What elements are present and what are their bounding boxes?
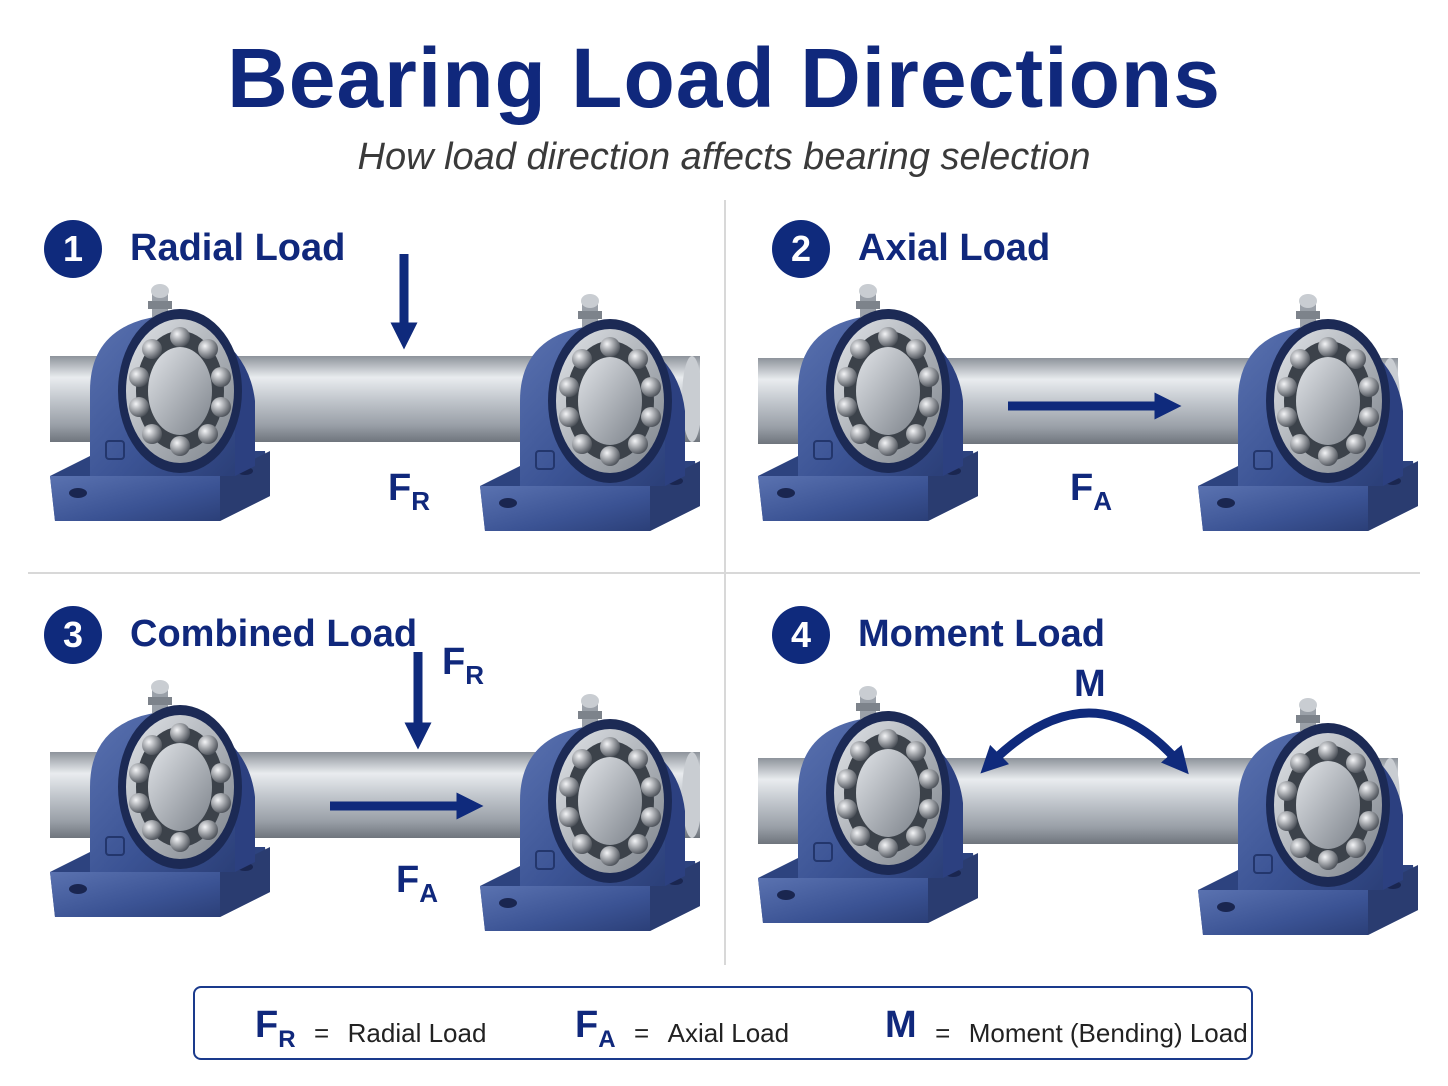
legend-item-axial: FA = Axial Load	[575, 1002, 789, 1053]
legend: FR = Radial Load FA = Axial Load M = Mom…	[193, 986, 1253, 1060]
legend-text: Moment (Bending) Load	[968, 1017, 1248, 1048]
panel-number-badge: 4	[772, 606, 830, 664]
legend-text: Axial Load	[667, 1017, 790, 1048]
force-label-fa: FA	[1070, 467, 1112, 516]
panel-number-badge: 3	[44, 606, 102, 664]
force-label-fr: FR	[388, 467, 430, 516]
panel-title: Radial Load	[130, 227, 346, 269]
legend-symbol: FR	[255, 1004, 296, 1053]
panel-title: Moment Load	[858, 613, 1105, 655]
moment-load-illustration	[756, 684, 1420, 937]
moment-label: M	[1074, 663, 1106, 705]
radial-load-illustration	[48, 254, 700, 533]
legend-symbol: M	[885, 1004, 917, 1046]
page-title: Bearing Load Directions	[227, 31, 1221, 125]
axial-load-illustration	[756, 282, 1420, 533]
page-subtitle: How load direction affects bearing selec…	[357, 136, 1091, 178]
legend-equals: =	[314, 1017, 330, 1048]
panel-title: Axial Load	[858, 227, 1051, 269]
legend-text: Radial Load	[347, 1017, 487, 1048]
panel-axial-load: 2 Axial Load FA	[728, 206, 1428, 576]
legend-item-radial: FR = Radial Load	[255, 1002, 486, 1053]
panel-combined-load: 3 Combined Load FR FA	[0, 592, 700, 962]
panel-radial-load: 1 Radial Load FR	[0, 206, 700, 576]
force-label-fr: FR	[442, 641, 484, 690]
panel-number-badge: 2	[772, 220, 830, 278]
legend-equals: =	[634, 1017, 650, 1048]
combined-load-illustration	[48, 652, 700, 933]
legend-symbol: FA	[575, 1004, 616, 1053]
moment-arrow	[980, 708, 1189, 775]
vertical-divider	[724, 200, 726, 965]
legend-item-moment: M = Moment (Bending) Load	[885, 1002, 1248, 1048]
horizontal-divider	[28, 572, 1420, 574]
panel-title: Combined Load	[130, 613, 418, 655]
force-label-fa: FA	[396, 859, 438, 908]
panel-number-badge: 1	[44, 220, 102, 278]
legend-equals: =	[935, 1017, 951, 1048]
panel-moment-load: 4 Moment Load M	[728, 592, 1428, 962]
